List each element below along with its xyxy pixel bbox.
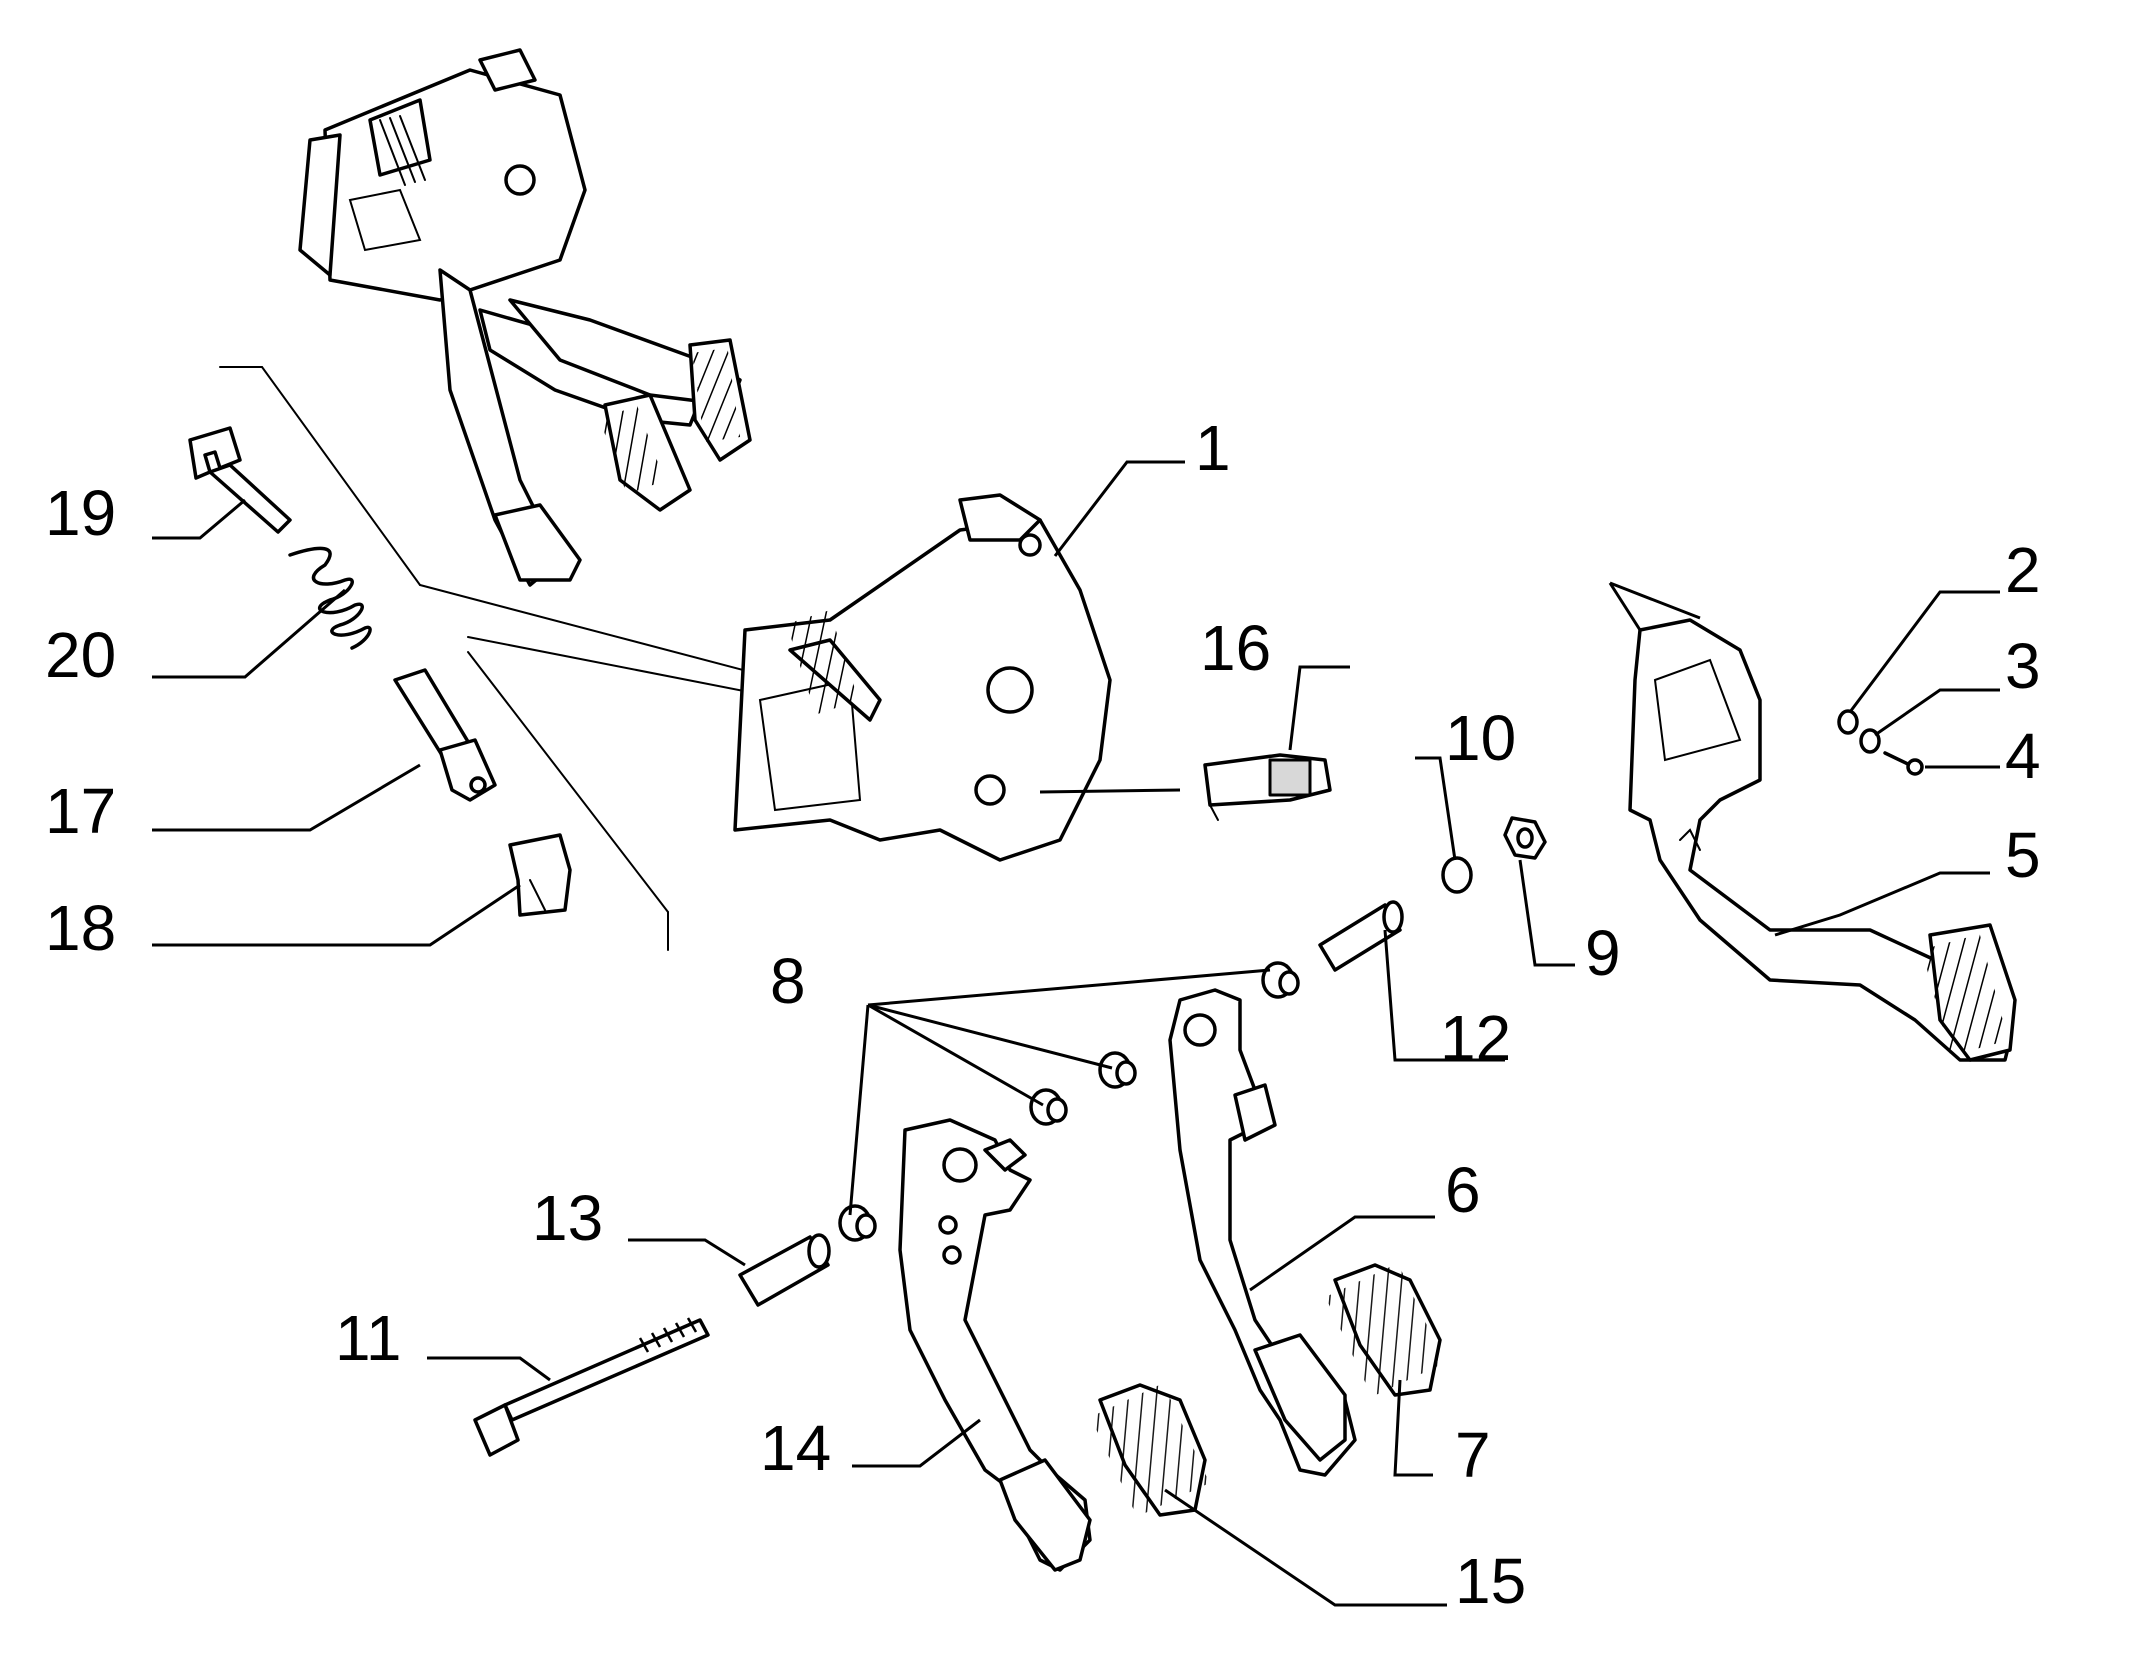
- callout-8: 8: [770, 945, 806, 1017]
- callout-17: 17: [45, 775, 116, 847]
- callout-7: 7: [1455, 1419, 1491, 1491]
- callout-15: 15: [1455, 1545, 1526, 1617]
- callout-6: 6: [1445, 1154, 1481, 1226]
- pedal-bracket-part-1: [733, 493, 1112, 862]
- callout-11: 11: [335, 1302, 401, 1374]
- callout-13: 13: [532, 1182, 603, 1254]
- clutch-pedal-part-14: [898, 1118, 1092, 1572]
- clutch-pedal-pad-part-15: [1090, 1383, 1210, 1517]
- bushing-8a: [838, 1204, 877, 1242]
- bushings-part-8: [838, 961, 1300, 1242]
- callout-12: 12: [1440, 1002, 1511, 1074]
- accelerator-pedal-part-5: [1628, 618, 2017, 1062]
- callout-2: 2: [2005, 534, 2041, 606]
- clip-part-18: [508, 833, 572, 917]
- spacer-part-12: [1318, 900, 1404, 972]
- washer-part-10: [1441, 856, 1473, 894]
- pin-part-19: [188, 426, 292, 534]
- callout-18: 18: [45, 892, 116, 964]
- guide-lines: [219, 366, 801, 951]
- callout-10: 10: [1445, 702, 1516, 774]
- callout-20: 20: [45, 619, 116, 691]
- callout-1: 1: [1195, 412, 1231, 484]
- washer-part-2: [1837, 709, 1859, 735]
- washer-part-3: [1859, 728, 1881, 754]
- screw-part-4: [1883, 751, 1924, 776]
- callout-14: 14: [760, 1412, 831, 1484]
- brake-pedal-part-6: [1168, 988, 1357, 1477]
- callout-19: 19: [45, 477, 116, 549]
- callout-9: 9: [1585, 917, 1621, 989]
- nut-part-9: [1503, 816, 1547, 860]
- bolt-part-11: [473, 1317, 710, 1457]
- leader-lines: [152, 460, 2000, 1607]
- callout-4: 4: [2005, 720, 2041, 792]
- callout-5: 5: [2005, 819, 2041, 891]
- complete-pedal-box-assembly: [298, 48, 752, 587]
- bushing-8b: [1029, 1088, 1068, 1126]
- callout-3: 3: [2005, 630, 2041, 702]
- bushing-part-13: [738, 1233, 831, 1307]
- callout-16: 16: [1200, 612, 1271, 684]
- stop-light-switch-part-16: [1203, 753, 1332, 821]
- bushing-8c: [1098, 1051, 1137, 1089]
- spring-part-20: [288, 546, 372, 650]
- pushrod-part-17: [393, 668, 497, 802]
- brake-pedal-pad-part-7: [1325, 1263, 1445, 1397]
- bushing-8d: [1261, 961, 1300, 999]
- callout-labels: 1 2 3 4 5 6 7 8 9 10 11 12 13 14 15 16 1…: [45, 412, 2041, 1617]
